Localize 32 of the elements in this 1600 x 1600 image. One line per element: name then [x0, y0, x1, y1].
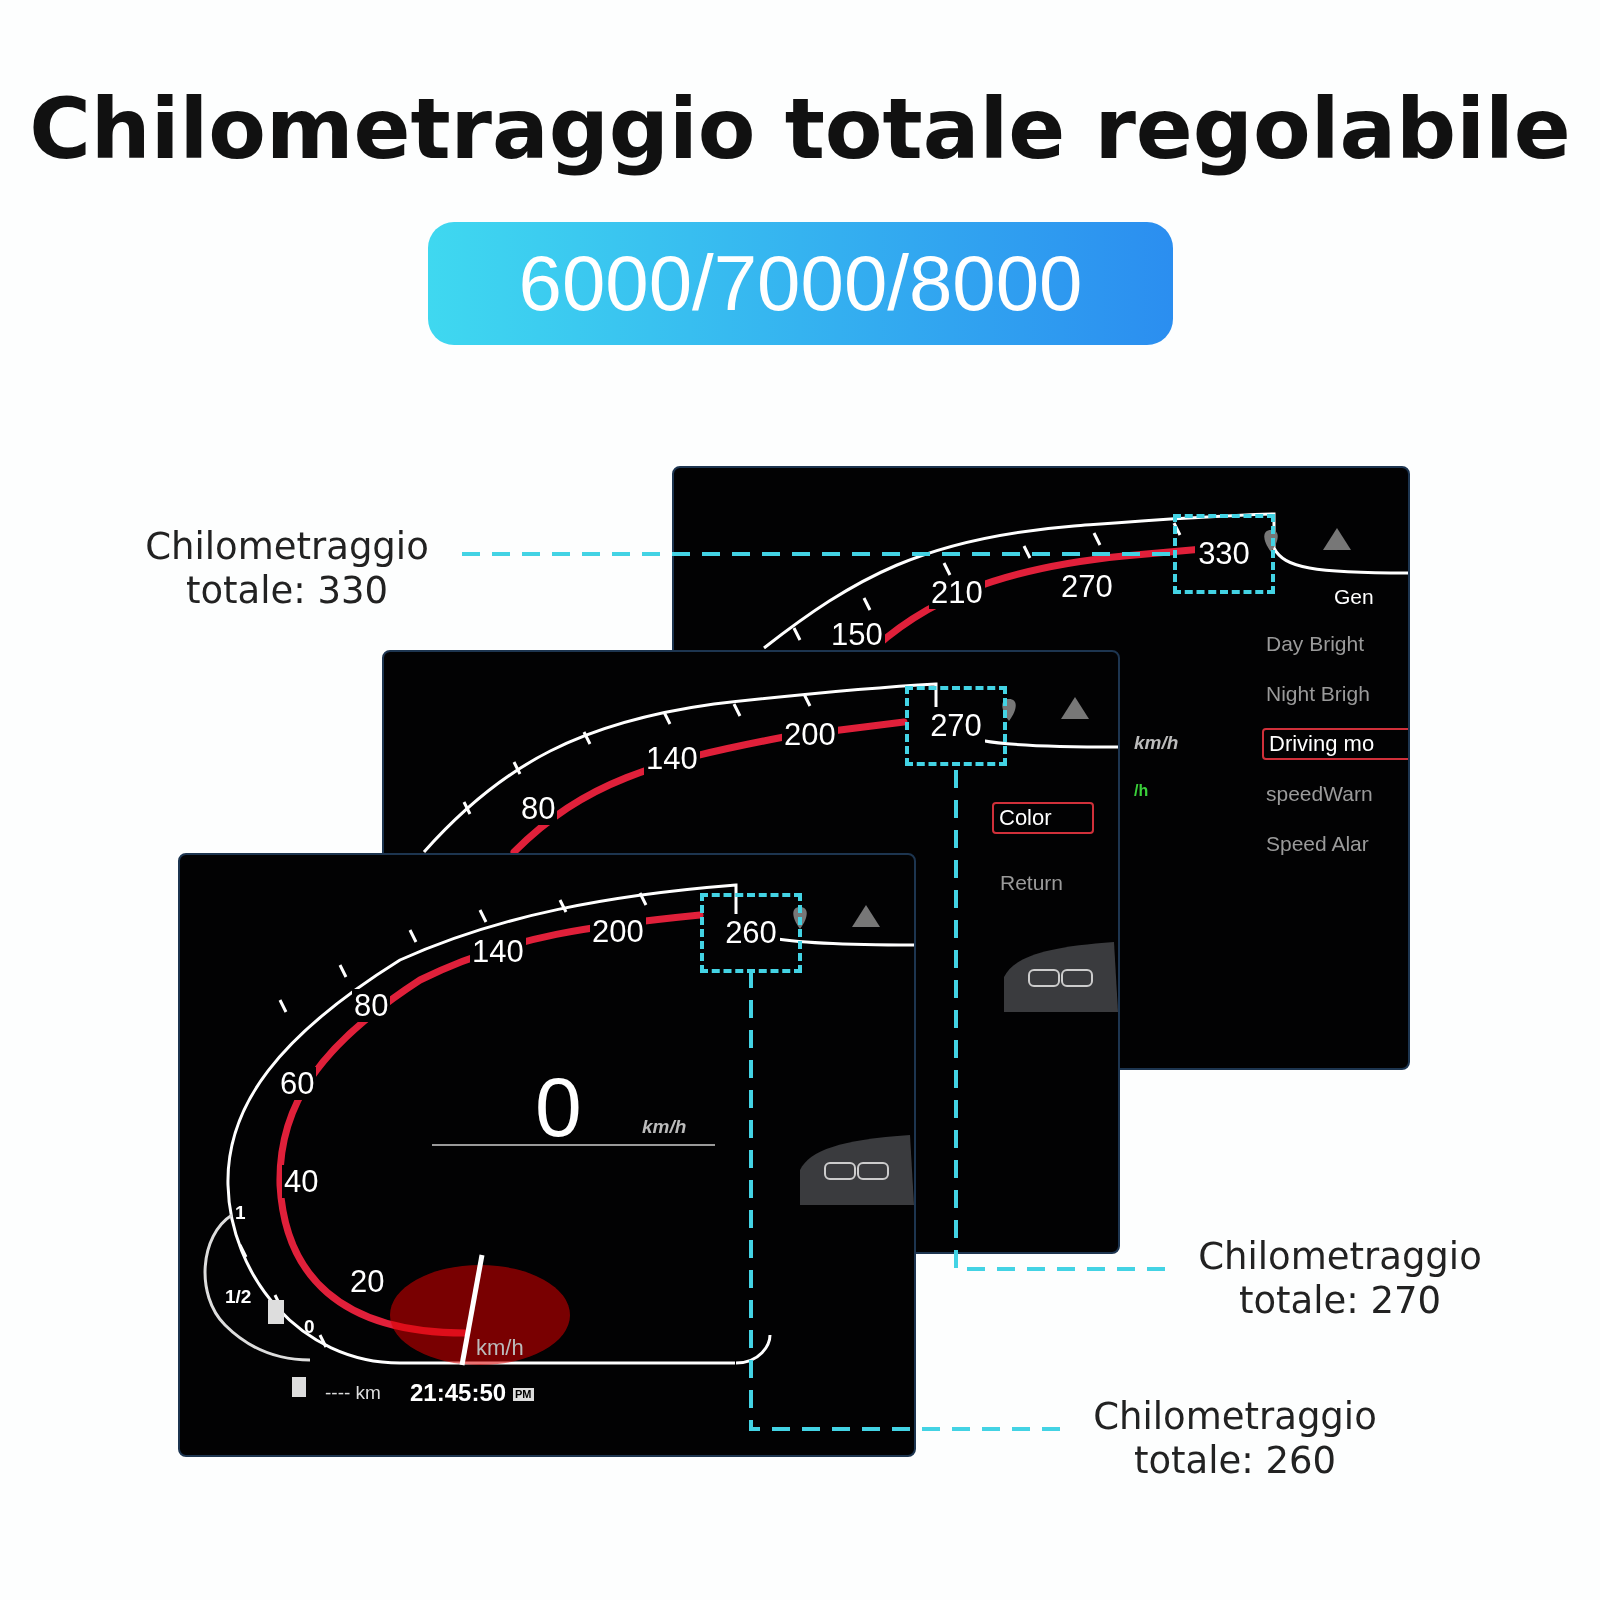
- menu-item: Speed Alar: [1266, 833, 1369, 854]
- unit-label: km/h: [642, 1117, 687, 1136]
- range-readout: ---- km: [325, 1383, 381, 1402]
- menu-item: Day Bright: [1266, 633, 1365, 654]
- dashed-highlight-box: [1173, 514, 1275, 594]
- callout-text: Chilometraggio totale: 330: [122, 525, 452, 613]
- selected-menu-item: Driving mo: [1262, 728, 1408, 760]
- title: Chilometraggio totale regolabile: [28, 80, 1572, 178]
- gauge-number: 60: [278, 1067, 317, 1100]
- unit-label: km/h: [476, 1337, 524, 1359]
- time-suffix: PM: [513, 1388, 534, 1401]
- speed-readout: 0: [535, 1065, 582, 1149]
- fuel-scale-number: 0: [304, 1317, 315, 1336]
- menu-item: Night Brigh: [1266, 683, 1370, 704]
- fuel-scale-number: 1: [235, 1203, 246, 1222]
- menu-item: Return: [1000, 872, 1064, 893]
- dashed-highlight-box: [700, 893, 802, 973]
- menu-heading: Gen: [1334, 586, 1374, 607]
- callout-text: Chilometraggio totale: 260: [1070, 1395, 1400, 1483]
- gauge-number: 80: [352, 989, 391, 1022]
- dashed-highlight-box: [905, 686, 1007, 766]
- leader-line: [462, 552, 1173, 556]
- callout-text: Chilometraggio totale: 270: [1175, 1235, 1505, 1323]
- leader-line: [749, 973, 1060, 1431]
- unit-label: km/h: [1134, 733, 1179, 752]
- status-text: /h: [1134, 783, 1149, 799]
- menu-item: speedWarn: [1266, 783, 1373, 804]
- value-badge: 6000/7000/8000: [428, 222, 1173, 345]
- selected-menu-item: Color: [992, 802, 1094, 834]
- fuel-scale-number: 1/2: [225, 1287, 252, 1306]
- gauge-number: 40: [282, 1165, 321, 1198]
- clock-readout: 21:45:50: [410, 1381, 507, 1405]
